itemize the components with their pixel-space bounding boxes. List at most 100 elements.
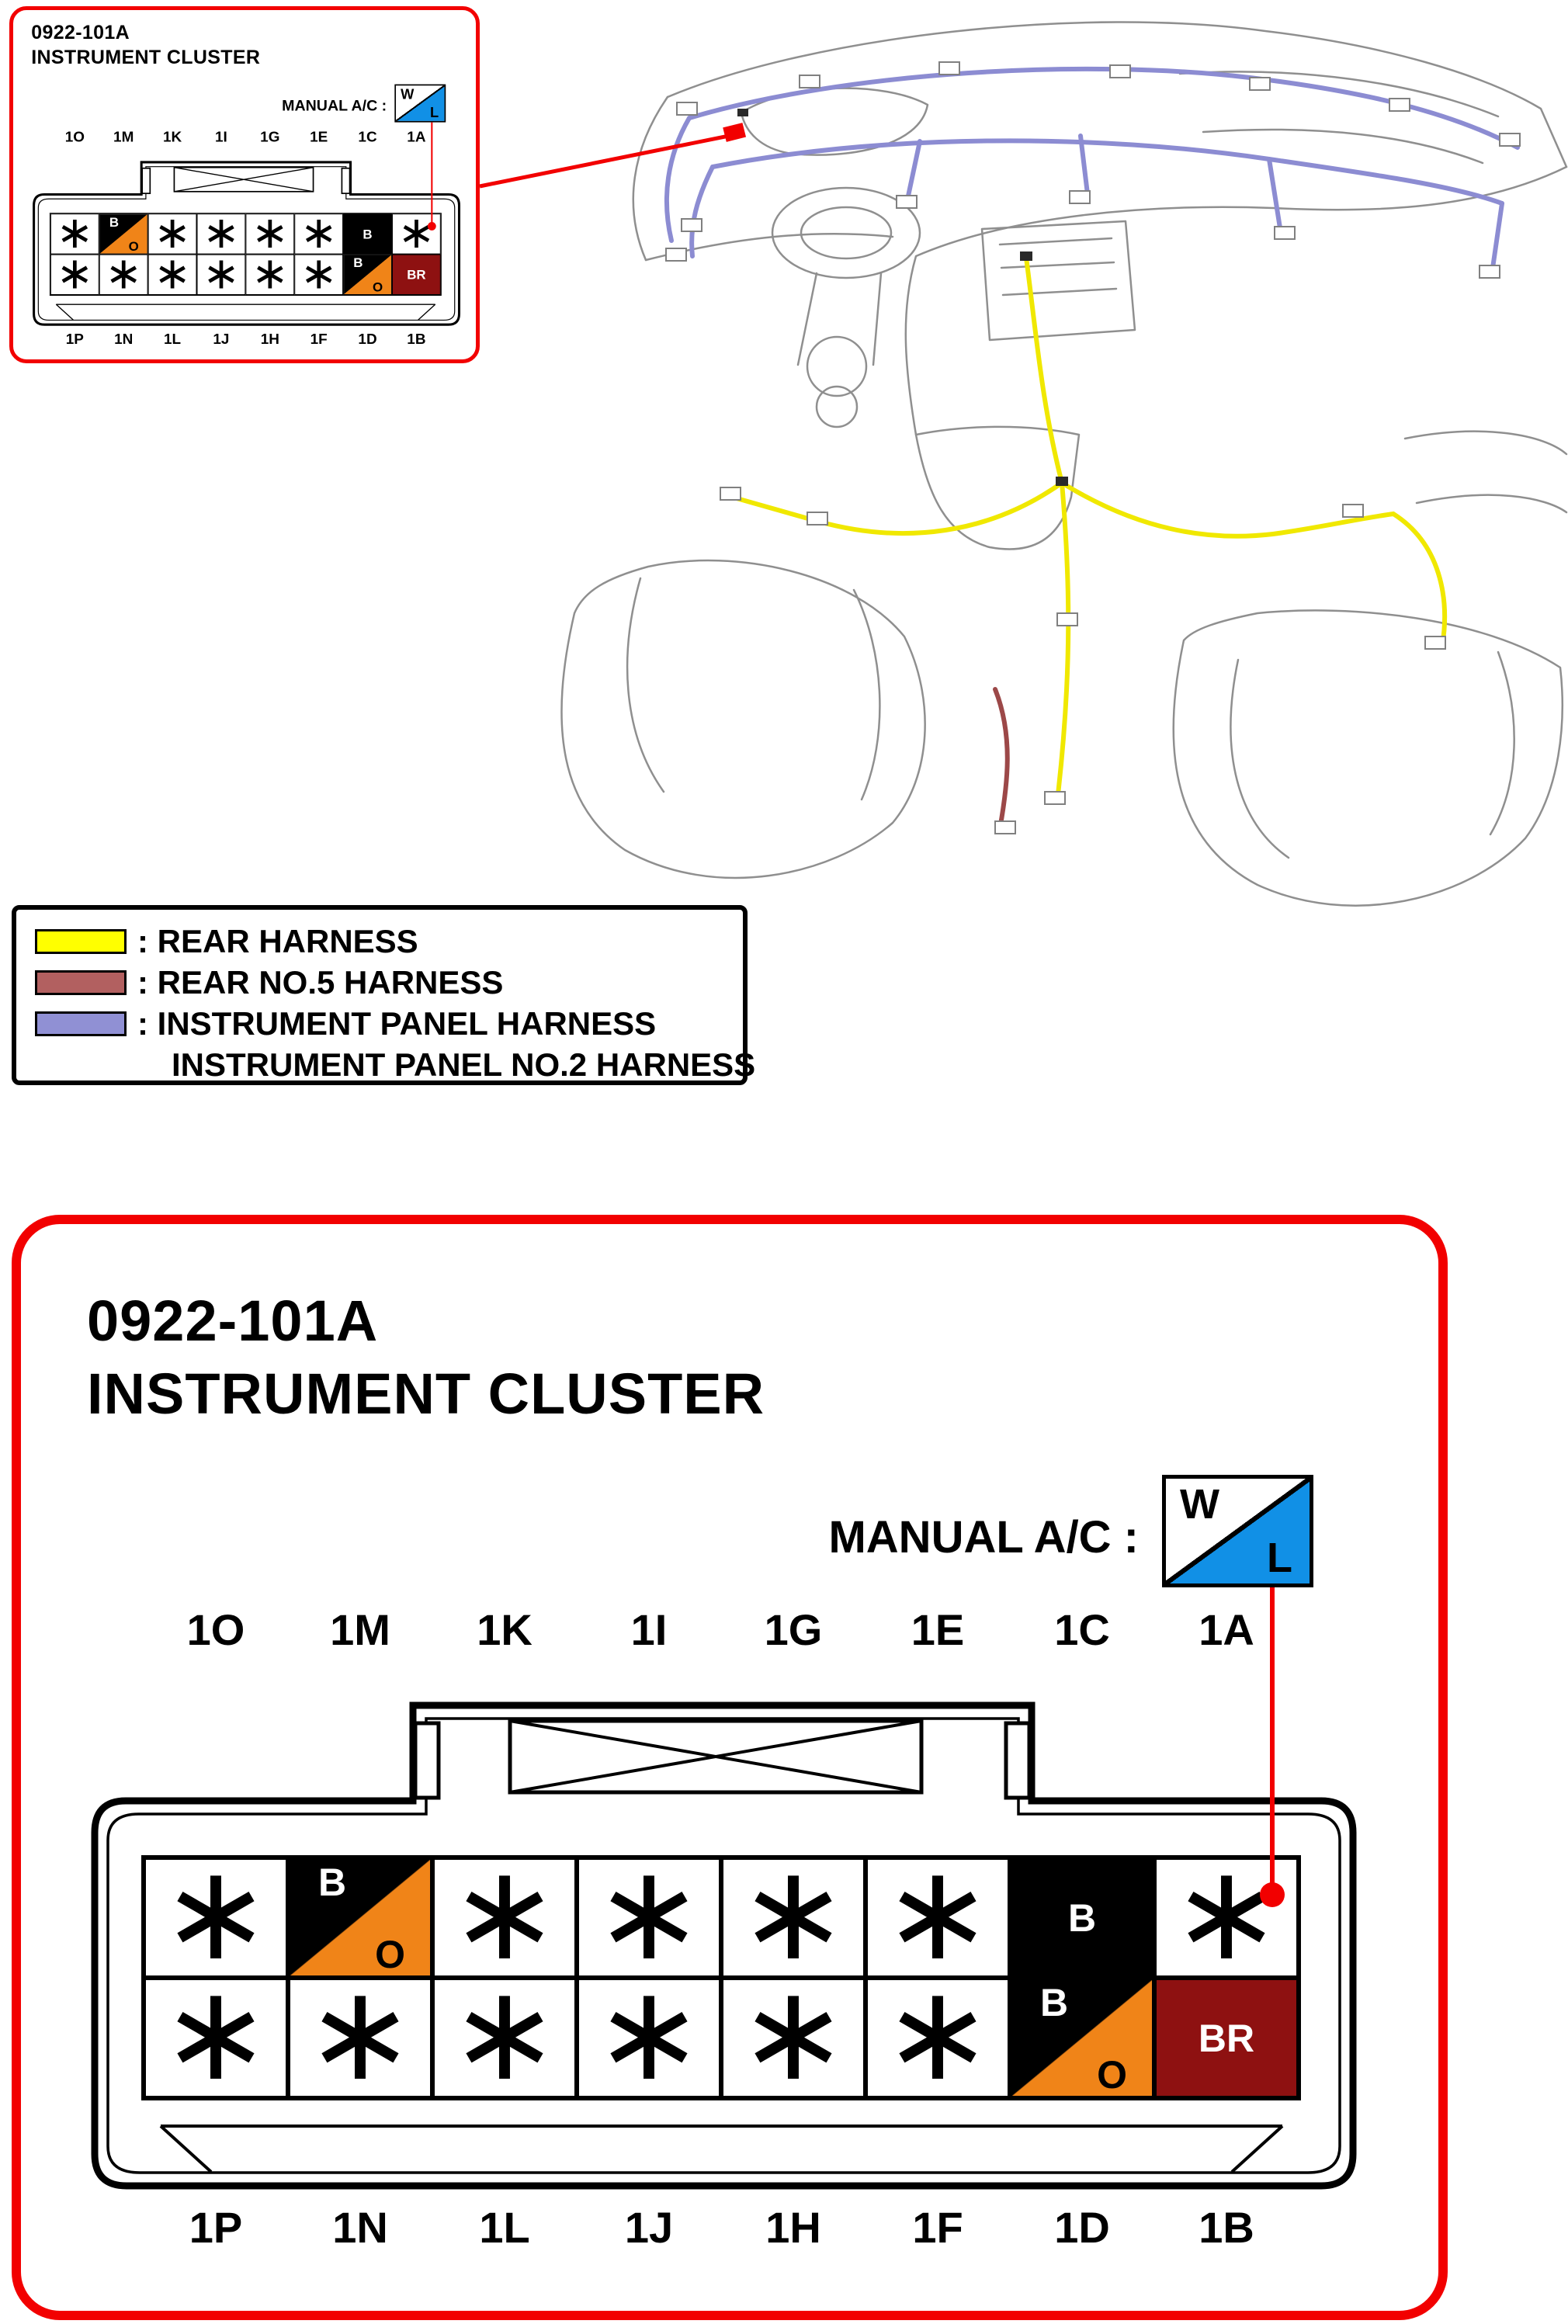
pin-label-1c: 1C — [358, 128, 377, 145]
pin-label-1f: 1F — [912, 2203, 963, 2252]
terminal-cell-1m: B O — [99, 213, 148, 255]
terminal-cell-1n: ∗ — [99, 251, 148, 295]
wire-color-code: O — [372, 279, 383, 295]
wire-color-code: B — [109, 214, 120, 230]
top-pin-labels: 1O 1M 1K 1I 1G 1E 1C 1A — [50, 128, 441, 145]
pin-label-1h: 1H — [765, 2203, 821, 2252]
terminal-cell-1g: ∗ — [245, 210, 295, 255]
terminal-cell-1o: ∗ — [50, 207, 99, 258]
pin-label-1o: 1O — [64, 128, 85, 145]
pin-label-1p: 1P — [189, 2203, 243, 2252]
connector-code: 0922-101A — [87, 1289, 379, 1353]
instrument-panel-harness-swatch — [35, 1011, 127, 1036]
pin-label-1k: 1K — [477, 1605, 532, 1654]
rear-harness-swatch — [35, 928, 127, 954]
terminal-cell-1p: ∗ — [144, 1968, 288, 2100]
pin-label-1e: 1E — [911, 1605, 965, 1654]
vehicle-harness-illustration — [560, 21, 1568, 907]
connector-title: INSTRUMENT CLUSTER — [31, 46, 261, 68]
pin-label-1b: 1B — [407, 330, 426, 347]
unused-terminal-mark: ∗ — [56, 248, 94, 298]
unused-terminal-mark: ∗ — [56, 207, 94, 258]
terminal-cell-1b: BR — [391, 254, 441, 295]
unused-terminal-mark: ∗ — [737, 1839, 849, 1987]
wire-color-box: W L — [1162, 1475, 1313, 1587]
pin-label-1l: 1L — [164, 330, 182, 347]
connector-housing-drawing — [33, 161, 461, 326]
pin-label-1a: 1A — [1199, 1605, 1254, 1654]
unused-terminal-mark: ∗ — [882, 1839, 994, 1987]
wire-color-bottom: L — [429, 104, 439, 120]
unused-terminal-mark: ∗ — [300, 207, 338, 258]
legend-row-rear-harness: : REAR HARNESS — [35, 921, 743, 962]
legend-label: : REAR HARNESS — [137, 922, 418, 959]
terminal-cell-1f: ∗ — [866, 1968, 1010, 2100]
connector-detail-callout: 0922-101A INSTRUMENT CLUSTER MANUAL A/C … — [12, 1215, 1448, 2320]
legend-label: : REAR NO.5 HARNESS — [137, 963, 504, 1001]
bottom-pin-labels: 1P 1N 1L 1J 1H 1F 1D 1B — [144, 2202, 1299, 2253]
terminal-cell-1l: ∗ — [432, 1968, 577, 2100]
unused-terminal-mark: ∗ — [160, 1839, 272, 1987]
terminal-cell-1b: BR — [1154, 1978, 1299, 2098]
pin-label-1k: 1K — [162, 128, 182, 145]
pin-label-1b: 1B — [1199, 2203, 1254, 2252]
unused-terminal-mark: ∗ — [202, 207, 240, 258]
pin-label-1g: 1G — [764, 1605, 823, 1654]
terminal-cell-1p: ∗ — [50, 251, 99, 295]
unused-terminal-mark: ∗ — [449, 1839, 560, 1987]
rear-no5-harness-swatch — [35, 969, 127, 995]
wire-color-code: B — [1040, 1981, 1069, 2024]
bottom-pin-labels: 1P 1N 1L 1J 1H 1F 1D 1B — [50, 330, 441, 347]
wire-color-bottom: L — [1267, 1535, 1292, 1581]
terminal-cell-1d: B O — [343, 254, 392, 295]
terminal-cell-1d: B O — [1010, 1978, 1154, 2098]
pin-label-1g: 1G — [260, 128, 280, 145]
pin-label-1j: 1J — [624, 2203, 674, 2252]
terminal-cell-1l: ∗ — [147, 251, 197, 295]
pin-label-1m: 1M — [113, 128, 134, 145]
terminal-cell-1h: ∗ — [721, 1968, 866, 2100]
unused-terminal-mark: ∗ — [1171, 1839, 1282, 1987]
wire-color-top: W — [401, 86, 415, 102]
wire-color-box: W L — [394, 84, 446, 123]
terminal-cell-1j: ∗ — [196, 251, 246, 295]
unused-terminal-mark: ∗ — [153, 248, 192, 298]
pin-label-1n: 1N — [332, 2203, 388, 2252]
wire-color-code: B — [318, 1861, 347, 1904]
pin-label-1i: 1I — [630, 1605, 668, 1654]
unused-terminal-mark: ∗ — [105, 248, 143, 298]
terminal-cell-1e: ∗ — [866, 1847, 1010, 1979]
unused-terminal-mark: ∗ — [593, 1839, 705, 1987]
terminal-cell-1c: B — [343, 213, 392, 255]
legend-row-rear-no5-harness: : REAR NO.5 HARNESS — [35, 962, 743, 1003]
wire-color-code: B — [353, 255, 363, 270]
unused-terminal-mark: ∗ — [593, 1959, 705, 2107]
terminal-cell-1g: ∗ — [721, 1847, 866, 1979]
variant-label: MANUAL A/C : — [282, 96, 387, 114]
legend-row-instrument-panel-no2-harness: INSTRUMENT PANEL NO.2 HARNESS — [35, 1044, 755, 1085]
terminal-cell-1n: ∗ — [288, 1968, 432, 2100]
terminal-cell-1i: ∗ — [577, 1847, 721, 1979]
terminal-cell-1a: ∗ — [391, 210, 441, 255]
wire-color-code: O — [1097, 2053, 1127, 2097]
overview-callout: 0922-101A INSTRUMENT CLUSTER MANUAL A/C … — [9, 6, 480, 363]
terminal-cell-1j: ∗ — [577, 1968, 721, 2100]
legend-row-instrument-panel-harness: : INSTRUMENT PANEL HARNESS — [35, 1003, 743, 1044]
connector-code: 0922-101A — [31, 21, 130, 43]
pin-label-1c: 1C — [1054, 1605, 1110, 1654]
unused-terminal-mark: ∗ — [737, 1959, 849, 2107]
overview-callout-content: 0922-101A INSTRUMENT CLUSTER MANUAL A/C … — [19, 15, 485, 364]
unused-terminal-mark: ∗ — [153, 207, 192, 258]
terminal-grid: ∗ B O ∗ ∗ ∗ ∗ B ∗ ∗ — [49, 207, 442, 296]
unused-terminal-mark: ∗ — [304, 1959, 416, 2107]
variant-label: MANUAL A/C : — [828, 1512, 1139, 1563]
pin-label-1i: 1I — [215, 128, 227, 145]
terminal-cell-1k: ∗ — [432, 1847, 577, 1979]
connector-detail-panel: 0922-101A INSTRUMENT CLUSTER MANUAL A/C … — [19, 15, 481, 356]
terminal-cell-1o: ∗ — [144, 1847, 288, 1979]
wire-color-code: BR — [1198, 2016, 1255, 2060]
connector-housing-drawing — [91, 1701, 1357, 2190]
pin-label-1m: 1M — [330, 1605, 390, 1654]
wire-color-code: BR — [407, 267, 426, 283]
